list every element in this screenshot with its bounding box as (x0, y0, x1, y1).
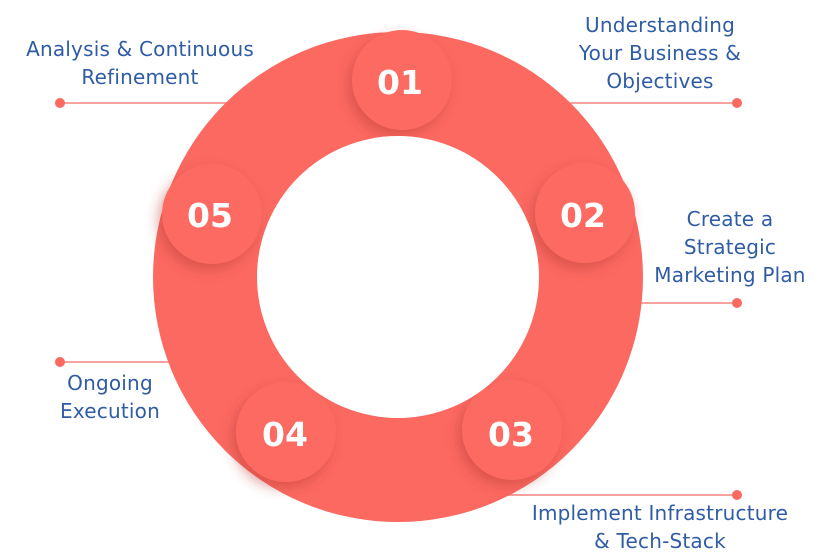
step-badge-02 (535, 163, 635, 263)
step-label-line: Objectives (606, 69, 714, 93)
step-label-line: Your Business & (578, 41, 742, 65)
step-label-line: Strategic (683, 235, 777, 259)
connector-dot-05 (55, 98, 65, 108)
connector-dot-01 (732, 98, 742, 108)
connector-dot-02 (732, 298, 742, 308)
step-label-line: Ongoing (67, 371, 153, 395)
connector-dot-04 (55, 357, 65, 367)
step-number-04: 04 (262, 415, 308, 454)
step-label-line: Refinement (81, 65, 199, 89)
step-badge-05 (162, 164, 262, 264)
step-label-line: Execution (60, 399, 160, 423)
step-label-line: Understanding (585, 13, 735, 37)
step-number-02: 02 (560, 196, 606, 235)
step-badge-03 (462, 380, 562, 480)
step-label-03: Implement Infrastructure & Tech-Stack (505, 499, 815, 555)
step-number-05: 05 (187, 196, 233, 235)
connector-dot-03 (732, 490, 742, 500)
step-number-03: 03 (488, 415, 534, 454)
step-label-line: Implement Infrastructure (531, 501, 789, 525)
step-badge-04 (236, 382, 336, 482)
step-label-line: & Tech-Stack (594, 529, 726, 553)
step-label-line: Create a (686, 207, 774, 231)
step-number-01: 01 (377, 63, 423, 102)
step-badge-01 (352, 30, 452, 130)
step-label-line: Marketing Plan (654, 263, 806, 287)
step-badges (162, 30, 635, 482)
step-label-line: Analysis & Continuous (26, 37, 254, 61)
step-numbers: 01 02 03 04 05 (187, 63, 606, 454)
connectors (55, 98, 742, 500)
